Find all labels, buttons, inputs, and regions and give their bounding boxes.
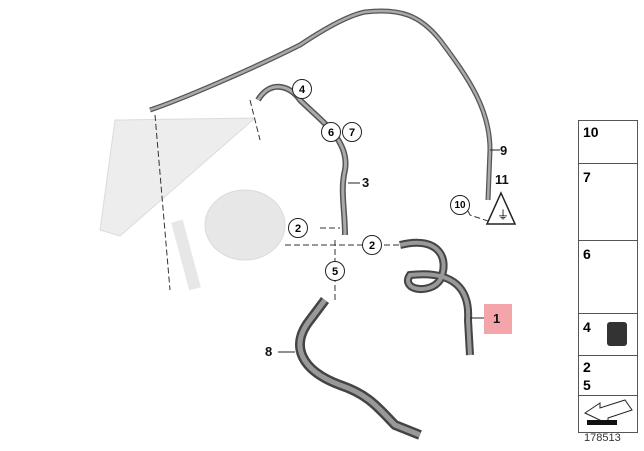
panel-part-6[interactable]: 6 — [578, 240, 638, 314]
reference-number: 178513 — [584, 432, 621, 444]
panel-number: 2 — [583, 359, 591, 375]
callout-2[interactable]: 2 — [362, 235, 382, 255]
panel-number: 10 — [583, 124, 599, 140]
leader-lines — [278, 149, 500, 353]
panel-part-4[interactable]: 4 — [578, 313, 638, 356]
warning-triangle-icon — [485, 191, 517, 225]
hose-8 — [295, 297, 422, 440]
callout-6[interactable]: 6 — [321, 122, 341, 142]
part-4-image — [607, 322, 627, 346]
callout-5[interactable]: 5 — [325, 261, 345, 281]
label-9[interactable]: 9 — [500, 143, 508, 158]
highlighted-part-1[interactable]: 1 — [484, 304, 512, 334]
label-8[interactable]: 8 — [265, 344, 273, 359]
label-1: 1 — [493, 311, 501, 326]
panel-number: 5 — [583, 377, 591, 393]
panel-part-10[interactable]: 10 — [578, 120, 638, 164]
panel-number: 4 — [583, 319, 591, 335]
panel-orientation-arrow — [578, 395, 638, 433]
callout-10[interactable]: 10 — [450, 195, 470, 215]
panel-part-7[interactable]: 7 — [578, 163, 638, 241]
panel-number: 6 — [583, 246, 591, 262]
hose-1 — [399, 238, 474, 356]
label-3[interactable]: 3 — [362, 175, 370, 190]
callout-2[interactable]: 2 — [288, 218, 308, 238]
fuel-rail-faded — [99, 117, 286, 291]
hose-1-highlight — [399, 240, 472, 356]
panel-arrow-base — [587, 420, 617, 425]
ground-symbol-icon: ⏚ — [497, 208, 509, 222]
panel-number: 7 — [583, 169, 591, 185]
callout-7[interactable]: 7 — [342, 122, 362, 142]
hose-8-highlight — [297, 298, 421, 438]
label-11[interactable]: 11 — [495, 172, 509, 187]
callout-4[interactable]: 4 — [292, 79, 312, 99]
leak-oil-line-highlight — [149, 9, 492, 201]
